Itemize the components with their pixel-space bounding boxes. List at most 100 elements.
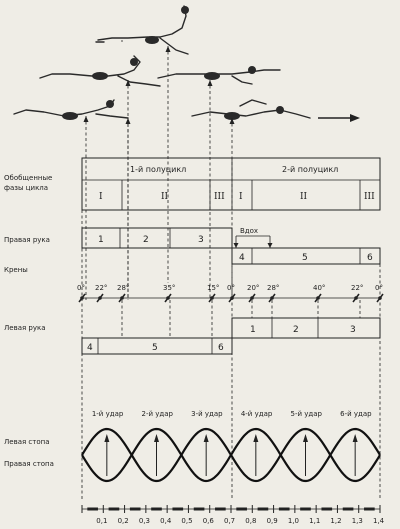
time-segment (342, 507, 354, 511)
right-arm-label: Правая рука (4, 236, 50, 244)
phase-roman: II (300, 192, 308, 202)
roll-point (270, 296, 274, 300)
time-tick-label: 0,8 (245, 517, 256, 525)
roll-angle-label: 22° (95, 284, 107, 292)
left-arm-phase: 1 (250, 325, 256, 335)
time-segment (108, 507, 120, 511)
right-arm-phase: 5 (302, 253, 308, 263)
roll-angle-label: 15° (207, 284, 219, 292)
time-tick-label: 1,4 (373, 517, 385, 525)
right-arm-row: Правая рука 1 2 3 4 5 6 Вдох (4, 227, 381, 265)
right-arm-phase: 2 (143, 235, 149, 245)
right-arm-phase: 4 (239, 253, 245, 263)
roll-point (98, 296, 102, 300)
right-arm-phase: 6 (367, 253, 373, 263)
time-segment (300, 507, 311, 511)
roll-angle-label: 22° (351, 284, 363, 292)
time-segment (257, 507, 269, 511)
roll-point (120, 296, 124, 300)
phases-label-1: Обобщенные (4, 174, 52, 182)
swimmer-figure-icon (95, 5, 189, 55)
right-arm-phase: 3 (198, 235, 204, 245)
time-segment (129, 507, 141, 511)
left-arm-row: Левая рука 1 2 3 4 5 6 (4, 317, 381, 355)
kick-arrowhead (253, 434, 259, 442)
kick-label: 3-й удар (191, 410, 223, 418)
time-segment (87, 507, 98, 511)
right-foot-label: Правая стопа (4, 460, 54, 468)
time-tick-label: 1,0 (288, 517, 299, 525)
inhale-label: Вдох (240, 227, 258, 235)
kick-arrowhead (203, 434, 209, 442)
swimmer-figure-icon (191, 99, 311, 120)
phase-roman: I (99, 192, 103, 202)
time-tick-label: 0,3 (139, 517, 150, 525)
time-tick-label: 0,9 (267, 517, 278, 525)
roll-point (210, 296, 214, 300)
roll-angle-label: 0° (227, 284, 235, 292)
time-tick-label: 0,7 (224, 517, 235, 525)
roll-angle-label: 28° (267, 284, 279, 292)
time-tick-label: 1,1 (309, 517, 320, 525)
phase-band: Обобщенные фазы цикла 1-й полуцикл 2-й п… (4, 157, 381, 211)
roll-point (166, 296, 170, 300)
time-tick-label: 0,4 (160, 517, 172, 525)
kick-label: 6-й удар (340, 410, 372, 418)
foot-waves (81, 427, 381, 483)
time-tick-label: 1,2 (330, 517, 341, 525)
phases-label-2: фазы цикла (4, 184, 48, 192)
time-tick-label: 1,3 (352, 517, 363, 525)
kick-labels: 1-й удар 2-й удар 3-й удар 4-й удар 5-й удар… (92, 410, 372, 476)
time-gridlines (81, 210, 381, 500)
swimmer-figure-icon (13, 99, 129, 120)
kick-label: 5-й удар (291, 410, 323, 418)
time-tick-label: 0,1 (96, 517, 107, 525)
kick-arrowhead (303, 434, 308, 442)
left-arm-phase: 2 (293, 325, 299, 335)
left-foot-label: Левая стопа (4, 438, 50, 446)
time-ticks: 0,1 0,2 0,3 0,4 0,5 0,6 0,7 0,8 0,9 1,0 1,1 1,2 1,3 1… (81, 505, 385, 525)
left-arm-label: Левая рука (4, 324, 46, 332)
swimmer-figure-icon (157, 66, 281, 85)
time-segment (193, 507, 205, 511)
swimmer-figure-icon (39, 55, 161, 87)
kick-label: 2-й удар (142, 410, 174, 418)
left-arm-phase: 6 (218, 343, 224, 353)
phase-roman: III (364, 192, 375, 202)
time-tick-label: 0,6 (203, 517, 215, 525)
kicks-section: Левая стопа Правая стопа 1-й удар 2-й уда… (4, 410, 381, 483)
left-arm-phase: 5 (152, 343, 158, 353)
kick-label: 1-й удар (92, 410, 124, 418)
time-segment (364, 507, 375, 511)
rolls-row: Крены 0°22°28°35°15°0°20°28°40°22°0° (4, 266, 384, 303)
arrow-right-icon (318, 114, 360, 122)
time-segment (151, 507, 162, 511)
roll-angle-label: 28° (117, 284, 129, 292)
phase-roman: III (214, 192, 225, 202)
time-tick-label: 0,2 (118, 517, 129, 525)
time-axis: 0,1 0,2 0,3 0,4 0,5 0,6 0,7 0,8 0,9 1,0 1,1 1,2 1,3 1… (81, 505, 385, 525)
roll-angle-label: 0° (375, 284, 383, 292)
phase-roman: II (161, 192, 169, 202)
time-segment (215, 507, 226, 511)
roll-marks: 0°22°28°35°15°0°20°28°40°22°0° (77, 284, 384, 303)
kick-arrowhead (352, 434, 358, 442)
phase-roman: I (239, 192, 243, 202)
half-cycle-2: 2-й полуцикл (282, 165, 338, 174)
kick-label: 4-й удар (241, 410, 273, 418)
roll-point (250, 296, 254, 300)
time-tick-label: 0,5 (181, 517, 192, 525)
time-segment (172, 507, 184, 511)
rolls-label: Крены (4, 266, 28, 274)
kick-arrowhead (104, 434, 110, 442)
roll-angle-label: 20° (247, 284, 259, 292)
right-foot-wave (81, 427, 381, 483)
swimmer-figures (13, 5, 360, 122)
left-arm-phase: 3 (350, 325, 356, 335)
roll-point (316, 296, 320, 300)
kick-arrowhead (154, 434, 159, 442)
left-arm-phase: 4 (87, 343, 93, 353)
time-segment (278, 507, 290, 511)
time-segment (236, 507, 247, 511)
